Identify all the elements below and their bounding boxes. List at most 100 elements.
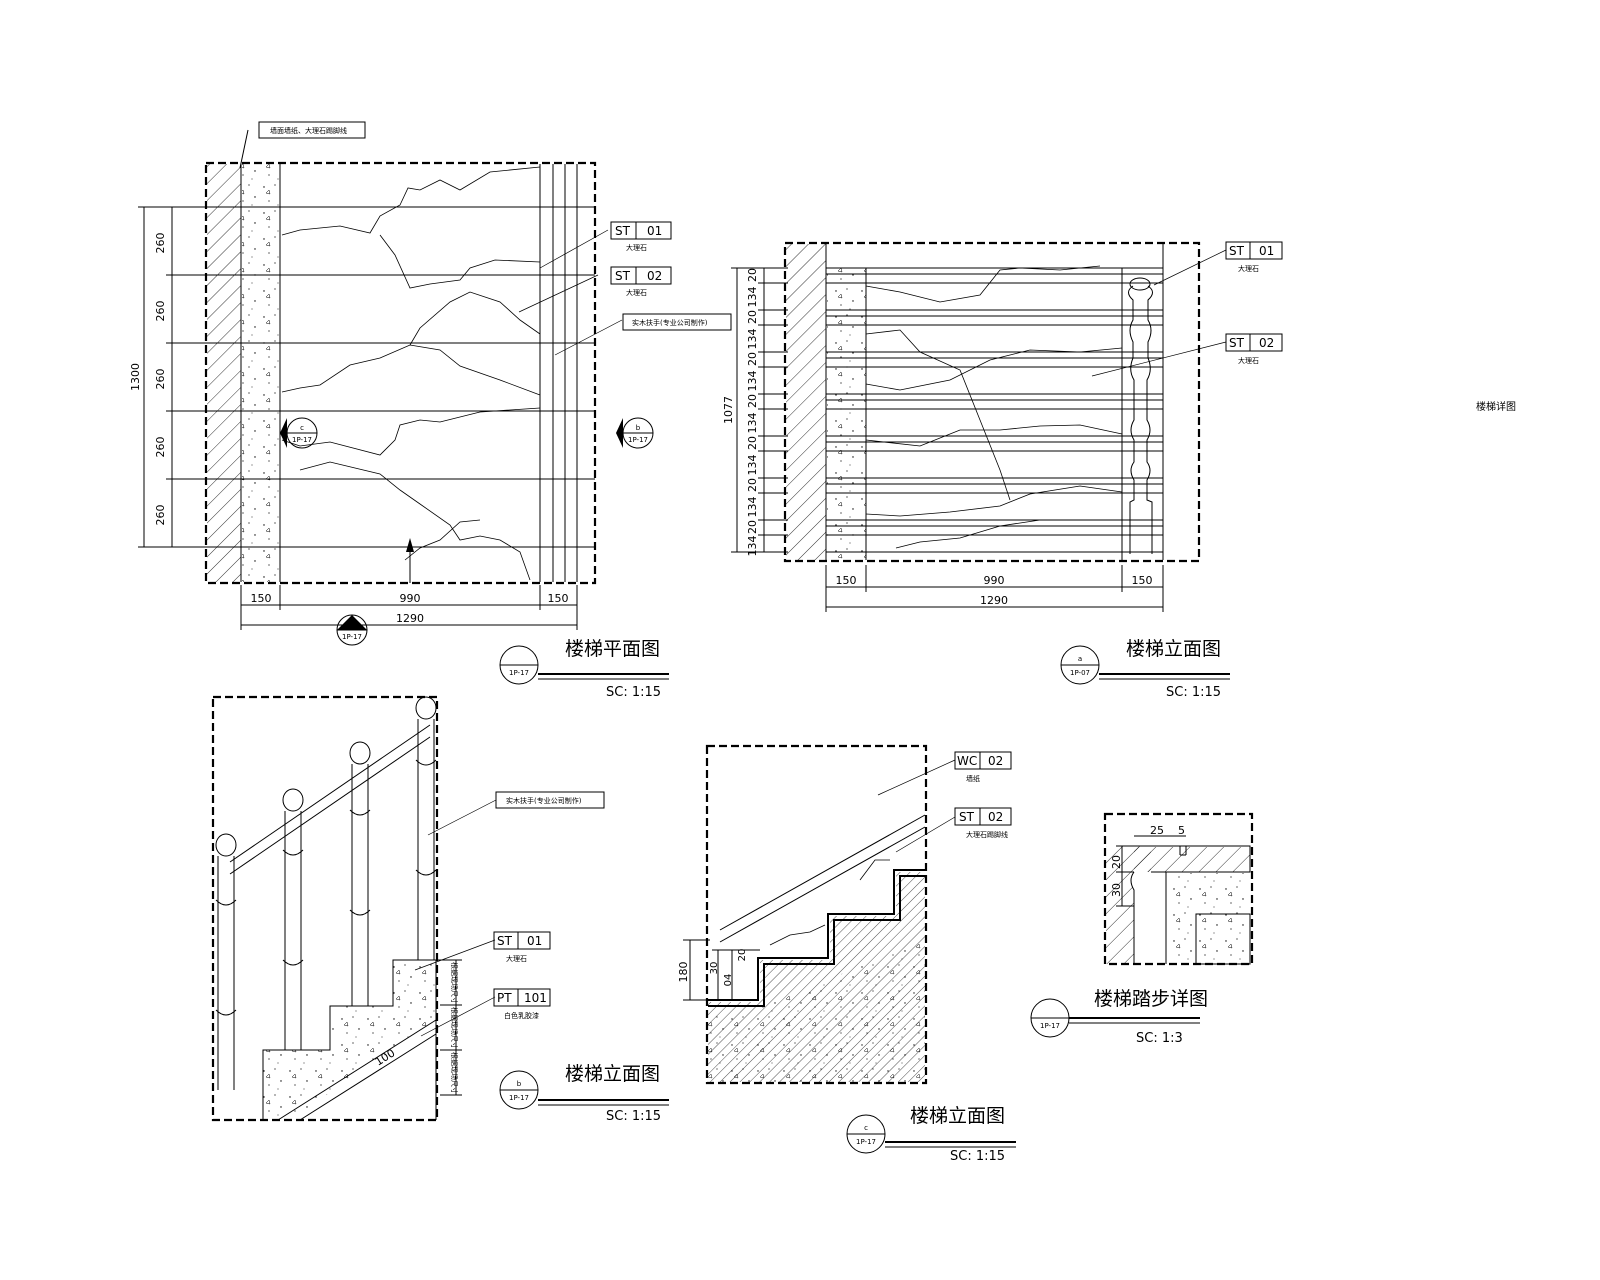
svg-text:20: 20 — [746, 520, 759, 534]
elev-b-tag-st01: ST 01 大理石 — [493, 931, 551, 963]
svg-text:1P-07: 1P-07 — [1070, 669, 1090, 677]
elev-b-scale: SC: 1:15 — [606, 1109, 661, 1124]
svg-text:ST: ST — [615, 224, 631, 238]
svg-text:1290: 1290 — [396, 612, 424, 625]
svg-text:150: 150 — [548, 592, 569, 605]
svg-text:大理石踢脚线: 大理石踢脚线 — [966, 830, 1008, 839]
step-detail-title: 楼梯踏步详图 — [1094, 988, 1208, 1010]
svg-text:1P-17: 1P-17 — [509, 1094, 529, 1102]
svg-text:大理石: 大理石 — [506, 954, 527, 963]
svg-text:134: 134 — [746, 371, 759, 392]
svg-text:134: 134 — [746, 287, 759, 308]
plan-title: 楼梯平面图 — [565, 638, 660, 660]
svg-text:20: 20 — [746, 478, 759, 492]
svg-text:01: 01 — [527, 934, 542, 948]
svg-text:150: 150 — [836, 574, 857, 587]
svg-text:30: 30 — [709, 962, 720, 975]
svg-text:1P-17: 1P-17 — [509, 669, 529, 677]
plan-tag-st02: ST 02 大理石 — [610, 266, 672, 297]
step-detail-title-block: 1P-17 楼梯踏步详图 SC: 1:3 — [1030, 988, 1208, 1046]
svg-text:990: 990 — [400, 592, 421, 605]
elev-c-title-block: c 1P-17 楼梯立面图 SC: 1:15 — [846, 1105, 1016, 1164]
elev-c-tag-wc02: WC 02 墙纸 — [954, 751, 1012, 783]
elev-a-tag-st02: ST 02 大理石 — [1225, 333, 1283, 365]
svg-text:墙纸: 墙纸 — [966, 774, 980, 783]
svg-text:260: 260 — [154, 505, 167, 526]
svg-text:02: 02 — [1259, 336, 1274, 350]
svg-text:1P-17: 1P-17 — [292, 436, 312, 444]
stair-elevation-c-view: 180 30 04 20 WC 02 墙纸 ST 02 大理石踢脚线 c 1P-… — [677, 744, 1016, 1164]
svg-text:990: 990 — [984, 574, 1005, 587]
svg-text:1P-17: 1P-17 — [856, 1138, 876, 1146]
plan-tag-st01: ST 01 大理石 — [610, 221, 672, 252]
svg-text:150: 150 — [1132, 574, 1153, 587]
svg-text:134: 134 — [746, 497, 759, 518]
stair-elevation-b-view: 100 根据现场尺寸 根据现场尺寸 根据现场尺寸 实木扶手 — [211, 695, 669, 1124]
svg-text:260: 260 — [154, 437, 167, 458]
elev-a-left-dimensions: 20 134 20 134 20 134 20 134 20 134 20 13… — [722, 267, 788, 557]
svg-text:大理石: 大理石 — [626, 243, 647, 252]
step-detail-scale: SC: 1:3 — [1136, 1031, 1183, 1046]
svg-text:根据现场尺寸: 根据现场尺寸 — [450, 1007, 459, 1049]
svg-text:a: a — [350, 621, 354, 629]
svg-text:ST: ST — [497, 934, 513, 948]
svg-text:134: 134 — [746, 413, 759, 434]
svg-text:20: 20 — [746, 352, 759, 366]
svg-text:134: 134 — [746, 536, 759, 557]
baluster-icon — [282, 788, 304, 1050]
svg-text:134: 134 — [746, 329, 759, 350]
svg-text:04: 04 — [723, 974, 734, 987]
svg-text:1P-17: 1P-17 — [342, 633, 362, 641]
svg-text:ST: ST — [1229, 336, 1245, 350]
svg-text:ST: ST — [959, 810, 975, 824]
svg-text:ST: ST — [1229, 244, 1245, 258]
plan-section-marker-b: b 1P-17 — [616, 417, 654, 449]
svg-text:20: 20 — [746, 394, 759, 408]
svg-text:20: 20 — [746, 310, 759, 324]
elev-b-title: 楼梯立面图 — [565, 1063, 660, 1085]
svg-text:1290: 1290 — [980, 594, 1008, 607]
svg-text:134: 134 — [746, 455, 759, 476]
plan-title-block: 1P-17 楼梯平面图 SC: 1:15 — [499, 638, 669, 700]
baluster-icon — [215, 833, 237, 1090]
svg-text:20: 20 — [1110, 855, 1123, 869]
plan-handrail-note: 实木扶手(专业公司制作) — [622, 313, 732, 331]
baluster-icon — [1128, 277, 1153, 554]
plan-scale: SC: 1:15 — [606, 685, 661, 700]
svg-text:大理石: 大理石 — [626, 288, 647, 297]
svg-text:WC: WC — [957, 754, 977, 768]
svg-text:150: 150 — [251, 592, 272, 605]
svg-text:01: 01 — [1259, 244, 1274, 258]
elev-a-tag-st01: ST 01 大理石 — [1225, 241, 1283, 273]
svg-text:5: 5 — [1178, 824, 1185, 837]
plan-left-dimensions: 260 260 260 260 260 1300 — [129, 206, 210, 548]
svg-text:25: 25 — [1150, 824, 1164, 837]
plan-bottom-dimensions: 150 990 150 1290 — [240, 585, 578, 630]
svg-text:b: b — [517, 1080, 522, 1088]
svg-text:c: c — [864, 1124, 868, 1132]
svg-text:1P-17: 1P-17 — [1040, 1022, 1060, 1030]
svg-text:1300: 1300 — [129, 363, 142, 391]
svg-text:101: 101 — [524, 991, 547, 1005]
elev-b-handrail-note: 实木扶手(专业公司制作) — [495, 791, 605, 809]
svg-text:白色乳胶漆: 白色乳胶漆 — [504, 1011, 539, 1020]
svg-text:实木扶手(专业公司制作): 实木扶手(专业公司制作) — [506, 796, 582, 805]
svg-text:根据现场尺寸: 根据现场尺寸 — [450, 962, 459, 1004]
svg-text:260: 260 — [154, 233, 167, 254]
svg-text:ST: ST — [615, 269, 631, 283]
stair-plan-view: 墙面墙纸、大理石踢脚线 ST 01 大理石 ST 02 大理石 实木扶手(专业公… — [129, 121, 732, 700]
stair-elevation-a-view: ST 01 大理石 ST 02 大理石 — [722, 241, 1283, 700]
svg-text:b: b — [636, 424, 641, 432]
svg-text:实木扶手(专业公司制作): 实木扶手(专业公司制作) — [632, 318, 708, 327]
elev-a-step-lines — [826, 267, 1163, 553]
elev-a-title: 楼梯立面图 — [1126, 638, 1221, 660]
svg-text:260: 260 — [154, 301, 167, 322]
svg-text:20: 20 — [746, 268, 759, 282]
svg-text:20: 20 — [737, 949, 748, 962]
elev-c-tag-st02: ST 02 大理石踢脚线 — [954, 807, 1012, 839]
elev-c-title: 楼梯立面图 — [910, 1105, 1005, 1127]
svg-text:02: 02 — [988, 810, 1003, 824]
svg-text:根据现场尺寸: 根据现场尺寸 — [450, 1052, 459, 1094]
elev-a-bottom-dimensions: 150 990 150 1290 — [825, 565, 1164, 612]
elev-a-scale: SC: 1:15 — [1166, 685, 1221, 700]
